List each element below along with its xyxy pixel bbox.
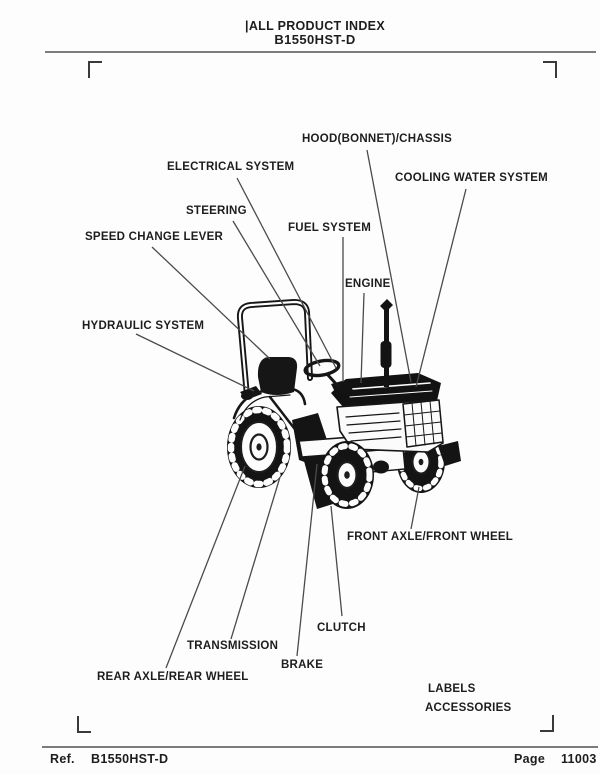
- part-label-fuel-system[interactable]: FUEL SYSTEM: [288, 222, 372, 234]
- part-label-accessories[interactable]: ACCESSORIES: [425, 702, 512, 714]
- part-label-speed-change-lever[interactable]: SPEED CHANGE LEVER: [85, 231, 224, 243]
- header-rule: [45, 51, 596, 53]
- part-label-hood-bonnet-chassis[interactable]: HOOD(BONNET)/CHASSIS: [302, 133, 453, 145]
- part-label-labels[interactable]: LABELS: [428, 683, 476, 695]
- part-label-cooling-water-system[interactable]: COOLING WATER SYSTEM: [395, 172, 549, 184]
- footer-page-label: Page: [514, 752, 546, 766]
- crop-mark-bottom-right-icon: [540, 715, 554, 732]
- footer-ref-label: Ref.: [50, 752, 75, 766]
- page-title: |ALL PRODUCT INDEX: [245, 19, 385, 33]
- part-label-transmission[interactable]: TRANSMISSION: [187, 640, 279, 652]
- crop-mark-top-left-icon: [88, 61, 102, 78]
- part-label-clutch[interactable]: CLUTCH: [317, 622, 366, 634]
- part-label-electrical-system[interactable]: ELECTRICAL SYSTEM: [167, 161, 295, 173]
- part-label-rear-axle-rear-wheel[interactable]: REAR AXLE/REAR WHEEL: [97, 671, 249, 683]
- crop-mark-bottom-left-icon: [77, 716, 91, 733]
- model-number: B1550HST-D: [274, 32, 356, 47]
- page-header: |ALL PRODUCT INDEX B1550HST-D: [15, 19, 600, 47]
- footer-rule: [42, 746, 598, 748]
- leader-lines: [135, 149, 467, 669]
- part-label-hydraulic-system[interactable]: HYDRAULIC SYSTEM: [82, 320, 205, 332]
- part-label-steering[interactable]: STEERING: [186, 205, 247, 217]
- part-label-front-axle-front-wheel[interactable]: FRONT AXLE/FRONT WHEEL: [347, 531, 514, 543]
- footer-page-number: 11003: [561, 752, 597, 766]
- part-label-engine[interactable]: ENGINE: [345, 278, 391, 290]
- part-label-brake[interactable]: BRAKE: [281, 659, 324, 671]
- crop-mark-top-right-icon: [543, 61, 557, 78]
- footer-ref-value: B1550HST-D: [91, 752, 169, 766]
